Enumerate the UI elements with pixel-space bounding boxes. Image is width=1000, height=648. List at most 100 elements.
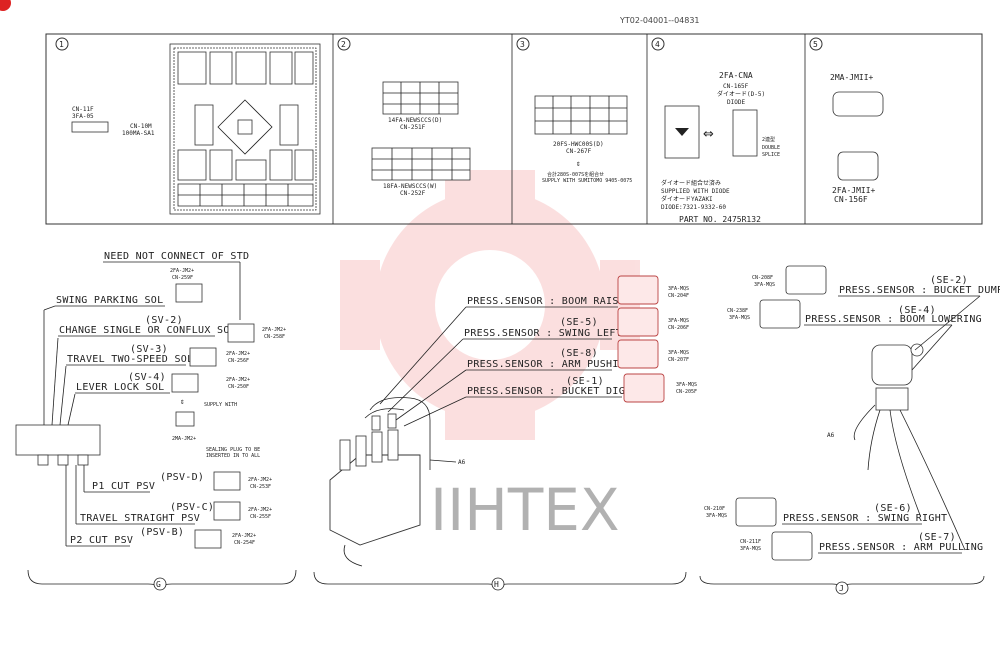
watermark (340, 170, 640, 440)
top-panel-border (45, 33, 983, 225)
doc-ref: YT02-04001--04831 (619, 16, 700, 25)
h-code-se5: (SE-5) (560, 317, 598, 328)
g-label-p2-cut: P2 CUT PSV (70, 535, 133, 546)
g-label-p1-cut: P1 CUT PSV (92, 481, 155, 492)
h-label-boom-raising: PRESS.SENSOR : BOOM RAISING (467, 296, 638, 307)
g-code-sv2: (SV-2) (145, 315, 183, 326)
g-conn-250f-id: CN-250F (228, 384, 249, 390)
j-section-mark: J (839, 584, 844, 593)
h-conn-205f-type: 3FA-MQS (676, 382, 697, 388)
j-conn-238f-type: 3FA-MQS (729, 315, 750, 321)
g-connector-255f (213, 501, 241, 521)
g-label-change-single: CHANGE SINGLE OR CONFLUX SOL (59, 325, 236, 336)
g-conn-253f-id: CN-253F (250, 484, 271, 490)
swing-motor-assembly (853, 295, 981, 551)
s5-connector-bottom (837, 151, 879, 181)
s4-note-yazaki: ダイオードYAZAKI (661, 195, 713, 203)
s4-label-2facna: 2FA-CNA (719, 71, 753, 80)
g-connector-256f (189, 347, 217, 367)
s4-double-arrow-icon: ⇔ (703, 127, 714, 142)
j-label-arm-pulling: PRESS.SENSOR : ARM PULLING (819, 542, 983, 553)
diode-icon (675, 128, 689, 136)
j-label-boom-lowering: PRESS.SENSOR : BOOM LOWERING (805, 314, 982, 325)
h-conn-206f-type: 3FA-MQS (668, 318, 689, 324)
g-code-sv3: (SV-3) (130, 344, 168, 355)
h-label-arm-pushing: PRESS.SENSOR : ARM PUSHING (467, 359, 631, 370)
s1-label-100masa1: 100MA-SA1 (122, 130, 155, 137)
s4-note-diode-pn: DIODE:7321-9332-60 (661, 204, 726, 211)
j-conn-208f-id: CN-208F (752, 275, 773, 281)
s4-label-splice: SPLICE (762, 152, 780, 158)
g-conn-254f-id: CN-254F (234, 540, 255, 546)
s5-label-cn156f: CN-156F (834, 195, 868, 204)
s5-label-2fajm: 2FA-JMII+ (832, 186, 876, 195)
section-j: CN-208F 3FA-MQS (SE-2) PRESS.SENSOR : BU… (699, 265, 1000, 595)
s3-note-en: SUPPLY WITH SUMITOMO 9405-0075 (542, 178, 632, 184)
s3-label-cn267f: CN-267F (566, 148, 592, 155)
corner-mark-icon (0, 0, 11, 11)
j-conn-208f-type: 3FA-MQS (754, 282, 775, 288)
s4-label-diode: DIODE (727, 99, 745, 106)
s3-label-20fs: 20FS-HWC00S(D) (553, 141, 604, 148)
g-connector-259f (175, 283, 203, 303)
g-conn-254f-type: 2FA-JM2+ (232, 533, 256, 539)
section-1: 1 CN-11F 3FA-05 CN-10M 100MA-SA1 (55, 37, 321, 215)
control-valve-assembly (329, 306, 467, 567)
g-conn-250f-type: 2FA-JM2+ (226, 377, 250, 383)
section-3-number: 3 (520, 40, 525, 49)
g-label-swing-parking: SWING PARKING SOL (56, 295, 163, 306)
section-5-number: 5 (813, 40, 818, 49)
s5-connector-top (832, 91, 884, 117)
j-connector-208f (785, 265, 827, 295)
g-label-need-not-connect: NEED NOT CONNECT OF STD (104, 251, 249, 262)
j-conn-211f-type: 3FA-MQS (740, 546, 761, 552)
j-conn-211f-id: CN-211F (740, 539, 761, 545)
s4-splice-block (732, 109, 758, 157)
h-section-mark: H (494, 580, 499, 589)
g-connector-253f (213, 471, 241, 491)
s4-note-en: SUPPLIED WITH DIODE (661, 188, 730, 195)
g-conn-253f-type: 2FA-JM2+ (248, 477, 272, 483)
j-code-se2: (SE-2) (930, 275, 968, 286)
g-note-sealing: SEALING PLUG TO BE (206, 447, 260, 453)
watermark-text: IIHTEX (430, 476, 620, 544)
g-label-lever-lock: LEVER LOCK SOL (76, 382, 165, 393)
s2-connector-14fa (382, 81, 459, 115)
h-connector-207f (617, 339, 659, 369)
section-g: NEED NOT CONNECT OF STD 2FA-JM2+ CN-259F… (15, 251, 297, 591)
h-wire-a6: A6 (458, 459, 466, 466)
section-5: 5 2MA-JMII+ 2FA-JMII+ CN-156F (809, 37, 884, 204)
s2-label-14fa: 14FA-NEWSCCS(D) (388, 117, 442, 124)
s3-note-jp: 合計280S-007Sを組合せ (547, 171, 604, 178)
g-conn-255f-id: CN-255F (250, 514, 271, 520)
s4-note-jp: ダイオード組合せ済み (661, 179, 721, 187)
h-conn-207f-id: CN-207F (668, 357, 689, 363)
section-4: 4 2FA-CNA CN-165F ダイオード(D-5) DIODE ⇔ 2連型… (651, 37, 780, 224)
j-code-se7: (SE-7) (918, 532, 956, 543)
s2-label-cn252f: CN-252F (400, 190, 426, 197)
g-conn-256f-type: 2FA-JM2+ (226, 351, 250, 357)
j-wire-a6: A6 (827, 432, 835, 439)
g-conn-258f-type: 2FA-JM2+ (262, 327, 286, 333)
s5-label-2majm: 2MA-JMII+ (830, 73, 874, 82)
s4-part-no: PART NO. 2475R132 (679, 215, 761, 224)
g-note-2majm: 2MA-JM2+ (172, 436, 196, 442)
h-connector-205f (623, 373, 665, 403)
j-code-se6: (SE-6) (874, 503, 912, 514)
solenoid-valve-block (15, 305, 101, 546)
h-conn-205f-id: CN-205F (676, 389, 697, 395)
section-3: 3 20FS-HWC00S(D) CN-267F ⇕ 合計280S-007Sを組… (516, 37, 632, 184)
g-connector-258f (227, 323, 255, 343)
top-panel: 1 CN-11F 3FA-05 CN-10M 100MA-SA1 (45, 33, 983, 225)
j-connector-238f (759, 299, 801, 329)
s4-label-double: DOUBLE (762, 145, 780, 151)
g-code-psvd: (PSV-D) (160, 472, 204, 483)
j-label-swing-right: PRESS.SENSOR : SWING RIGHT (783, 513, 947, 524)
g-connector-254f (194, 529, 222, 549)
s1-label-cn10m: CN-10M (130, 123, 152, 130)
h-label-swing-left: PRESS.SENSOR : SWING LEFT (464, 328, 622, 339)
s3-arrow-icon: ⇕ (576, 159, 581, 168)
g-connector-2ma (175, 411, 195, 427)
g-label-travel-two-speed: TRAVEL TWO-SPEED SOL (67, 354, 193, 365)
section-2-number: 2 (341, 40, 346, 49)
